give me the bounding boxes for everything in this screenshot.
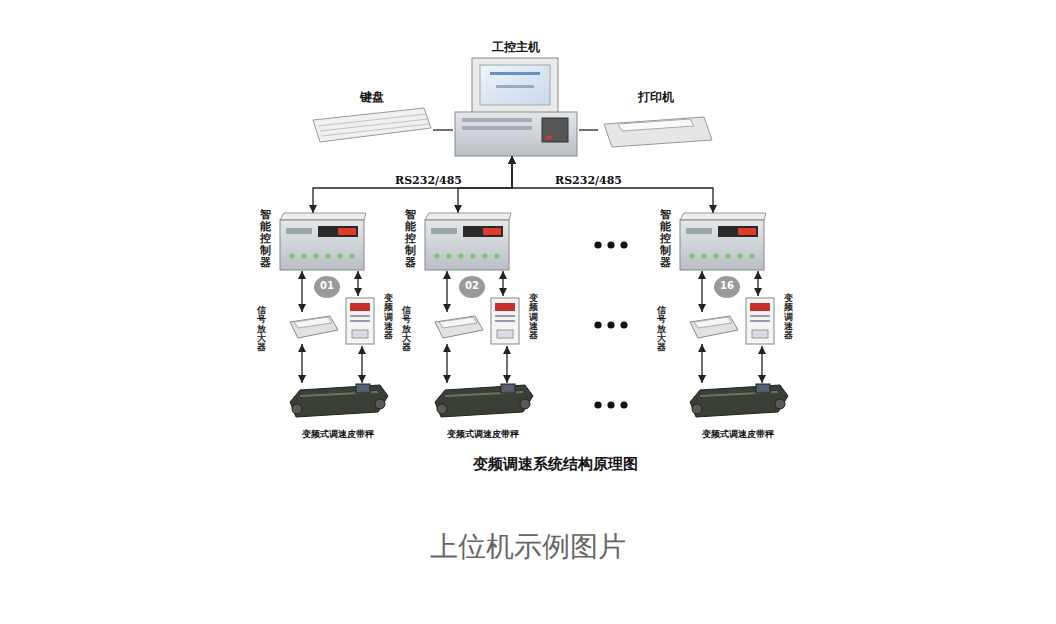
ellipsis-dots bbox=[594, 241, 627, 408]
node-label: 打印机 bbox=[598, 89, 714, 106]
controller-node: 智能控制器 bbox=[425, 213, 511, 271]
inverter-node: 变频调速器 bbox=[344, 296, 376, 346]
connector bbox=[446, 344, 447, 383]
amplifier-node: 信号放大器 bbox=[688, 312, 738, 344]
image-note: 上位机示例图片 bbox=[328, 528, 728, 566]
chassis-led bbox=[546, 136, 552, 139]
vertical-label: 信号放大器 bbox=[402, 306, 411, 353]
connector bbox=[502, 271, 503, 296]
printer-paper bbox=[618, 119, 694, 131]
connector bbox=[579, 129, 598, 130]
printer-art bbox=[604, 117, 712, 147]
connector bbox=[701, 344, 702, 383]
connector bbox=[761, 346, 762, 383]
node-label: 16 bbox=[714, 280, 740, 291]
vertical-label: 智能控制器 bbox=[405, 209, 416, 269]
field-unit-art bbox=[280, 213, 388, 417]
diagram-caption: 变频调速系统结构原理图 bbox=[355, 455, 755, 474]
monitor-screen bbox=[480, 65, 550, 105]
screen-bar bbox=[496, 85, 534, 88]
bus-label: RS232/485 bbox=[553, 174, 624, 187]
unit-number: 01 bbox=[314, 276, 340, 298]
vertical-label: 信号放大器 bbox=[257, 306, 266, 353]
node-label: 02 bbox=[459, 280, 485, 291]
node-label: 变频式调速皮带秤 bbox=[684, 428, 792, 441]
belt-scale-node: 变频式调速皮带秤 bbox=[429, 383, 537, 441]
keyboard-node: 键盘 bbox=[311, 88, 433, 143]
inverter-node: 变频调速器 bbox=[489, 296, 521, 346]
keyboard-art bbox=[313, 108, 431, 142]
connector bbox=[301, 344, 302, 383]
unit-number: 16 bbox=[714, 276, 740, 298]
vertical-label: 变频调速器 bbox=[384, 294, 393, 341]
belt-scale-node: 变频式调速皮带秤 bbox=[684, 383, 792, 441]
connector bbox=[301, 271, 302, 312]
belt-scale-node: 变频式调速皮带秤 bbox=[284, 383, 392, 441]
controller-node: 智能控制器 bbox=[680, 213, 766, 271]
node-label: 变频式调速皮带秤 bbox=[429, 428, 537, 441]
host-node: 工控主机 bbox=[453, 38, 579, 156]
printer-node: 打印机 bbox=[598, 88, 714, 146]
connector bbox=[357, 271, 358, 296]
node-label: 01 bbox=[314, 280, 340, 291]
inverter-node: 变频调速器 bbox=[744, 296, 776, 346]
node-label: 工控主机 bbox=[453, 39, 579, 56]
amplifier-node: 信号放大器 bbox=[288, 312, 338, 344]
field-unit-art bbox=[425, 213, 533, 417]
keyboard-keys bbox=[318, 114, 429, 136]
connector bbox=[757, 271, 758, 296]
node-label: 变频式调速皮带秤 bbox=[284, 428, 392, 441]
vertical-label: 信号放大器 bbox=[657, 306, 666, 353]
unit-number: 02 bbox=[459, 276, 485, 298]
chassis-door bbox=[542, 118, 568, 142]
vertical-label: 变频调速器 bbox=[529, 294, 538, 341]
screen-bar bbox=[490, 72, 540, 75]
connector bbox=[361, 346, 362, 383]
controller-node: 智能控制器 bbox=[280, 213, 366, 271]
field-unit-art bbox=[680, 213, 788, 417]
monitor-art bbox=[472, 58, 558, 114]
connector bbox=[313, 156, 512, 213]
connector bbox=[512, 156, 713, 213]
chassis-slot bbox=[462, 118, 532, 122]
connector bbox=[701, 271, 702, 312]
vertical-label: 变频调速器 bbox=[784, 294, 793, 341]
connector bbox=[458, 156, 512, 213]
connector bbox=[506, 346, 507, 383]
connector bbox=[446, 271, 447, 312]
vertical-label: 智能控制器 bbox=[660, 209, 671, 269]
amplifier-node: 信号放大器 bbox=[433, 312, 483, 344]
vertical-label: 智能控制器 bbox=[260, 209, 271, 269]
chassis-slot bbox=[462, 126, 532, 130]
chassis-art bbox=[455, 112, 577, 156]
node-label: 键盘 bbox=[311, 89, 433, 106]
bus-label: RS232/485 bbox=[393, 174, 464, 187]
connector bbox=[433, 129, 453, 130]
